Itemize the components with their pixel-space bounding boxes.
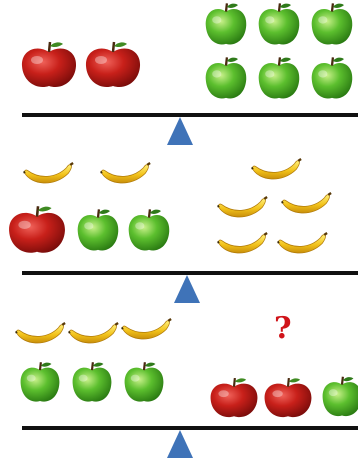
red-apple-icon — [6, 204, 68, 256]
banana-icon — [120, 318, 172, 346]
banana-icon — [216, 196, 268, 224]
green-apple-icon — [320, 374, 358, 420]
green-apple-icon — [256, 1, 302, 48]
green-apple-icon — [309, 55, 355, 102]
green-apple-icon — [70, 360, 114, 405]
green-apple-icon — [126, 207, 172, 254]
fulcrum-2 — [174, 275, 200, 303]
green-apple-icon — [203, 1, 249, 48]
banana-icon — [67, 322, 119, 350]
green-apple-icon — [75, 207, 121, 254]
green-apple-icon — [122, 360, 166, 405]
fulcrum-1 — [167, 117, 193, 145]
question-mark: ? — [274, 314, 292, 344]
banana-icon — [250, 158, 302, 186]
red-apple-icon — [262, 376, 314, 420]
banana-icon — [276, 232, 328, 260]
green-apple-icon — [18, 360, 62, 405]
banana-icon — [216, 232, 268, 260]
banana-icon — [14, 322, 66, 350]
red-apple-icon — [82, 40, 144, 90]
fulcrum-3 — [167, 430, 193, 458]
red-apple-icon — [18, 40, 80, 90]
banana-icon — [22, 162, 74, 190]
green-apple-icon — [203, 55, 249, 102]
green-apple-icon — [309, 1, 355, 48]
green-apple-icon — [256, 55, 302, 102]
banana-icon — [99, 162, 151, 190]
banana-icon — [280, 192, 332, 220]
red-apple-icon — [208, 376, 260, 420]
